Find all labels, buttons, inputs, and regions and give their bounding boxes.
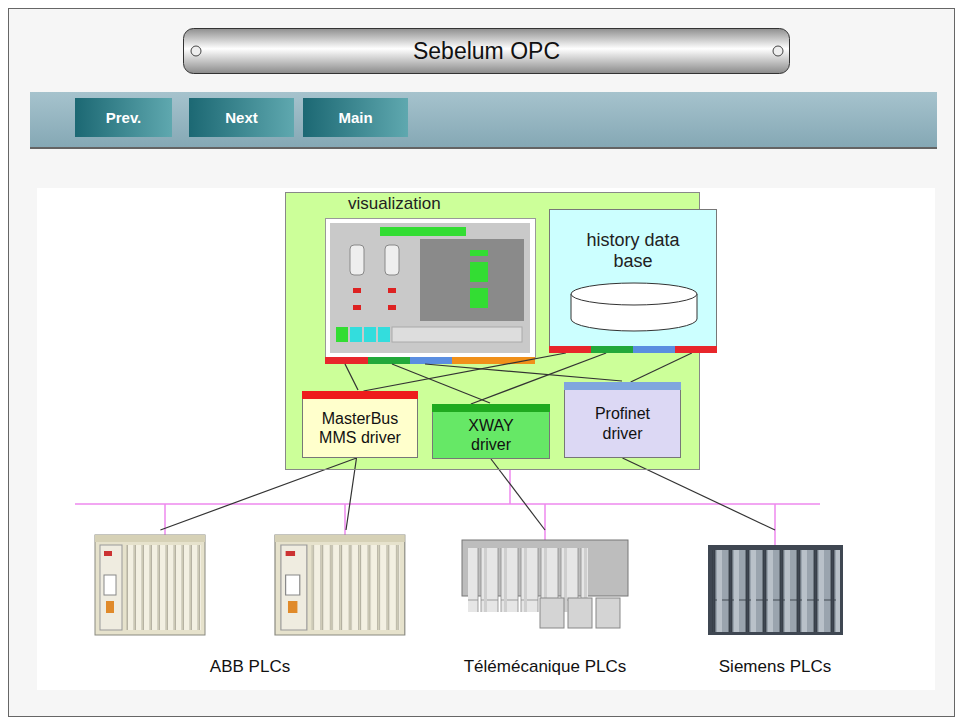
- nav-rule: [30, 147, 937, 149]
- title-pill: [184, 29, 790, 74]
- nav-button: Prev.: [75, 98, 172, 137]
- screen-color-bar: [325, 357, 535, 364]
- content-panel: [37, 188, 935, 690]
- abb-plc-rack: [95, 535, 205, 635]
- connector-line: [631, 353, 692, 382]
- connector-line: [364, 353, 566, 391]
- driver-label: MasterBus MMS driver: [310, 409, 410, 447]
- siemens-plc: [708, 545, 843, 635]
- slide-frame: [9, 9, 955, 717]
- plc-group: ABB PLCs: [90, 530, 410, 685]
- database-color-bar: [549, 346, 717, 353]
- driver-box: MasterBus MMS driver: [302, 391, 418, 458]
- plc-group: Télémécanique PLCs: [455, 530, 635, 685]
- slide-title: Sebelum OPC: [413, 38, 560, 65]
- pill-knob: [191, 46, 201, 56]
- plc-group: Siemens PLCs: [700, 530, 850, 685]
- driver-top-bar: [302, 391, 418, 399]
- button-label: Main: [338, 109, 372, 126]
- group-fill: [285, 192, 700, 470]
- driver-top-bar: [432, 404, 550, 412]
- connector-line: [623, 458, 776, 530]
- abb-plc-rack: [275, 535, 405, 635]
- telemecanique-plc: [462, 540, 628, 628]
- driver-label: Profinet driver: [583, 404, 663, 442]
- plc-label: Siemens PLCs: [719, 657, 831, 677]
- button-label: Next: [225, 109, 258, 126]
- nav-button: Next: [189, 98, 294, 137]
- plc-label: ABB PLCs: [210, 657, 290, 677]
- nav-button: Main: [303, 98, 408, 137]
- driver-label: XWAY driver: [456, 416, 526, 454]
- nav-band: [30, 92, 937, 147]
- driver-box: Profinet driver: [564, 382, 681, 458]
- network-bus: [75, 470, 820, 545]
- hmi-screen: [326, 219, 536, 358]
- driver-box: XWAY driver: [432, 404, 550, 459]
- plc-label: Télémécanique PLCs: [464, 657, 627, 677]
- database-box: history data base: [549, 209, 717, 353]
- database-label: history data base: [574, 230, 692, 271]
- connector-line: [160, 458, 356, 530]
- button-label: Prev.: [106, 109, 142, 126]
- driver-top-bar: [564, 382, 681, 390]
- group-heading: visualization: [348, 194, 441, 214]
- database-cylinder: [570, 282, 698, 332]
- system-group: visualization history data baseMasterBus …: [285, 192, 700, 470]
- pill-knob: [773, 46, 783, 56]
- title-holder: Sebelum OPC: [183, 28, 790, 74]
